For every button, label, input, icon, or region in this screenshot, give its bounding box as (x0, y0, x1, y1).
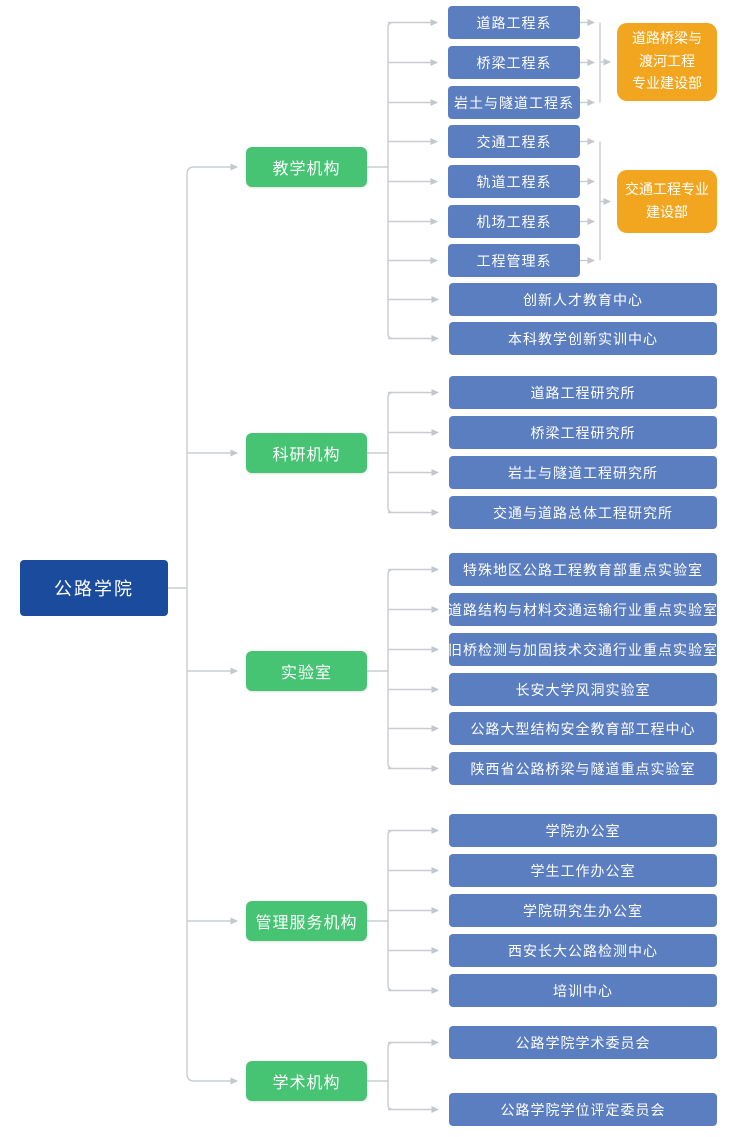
extra-label-line: 交通工程专业 (625, 182, 709, 199)
node-airport-engineering-dept: 机场工程系 (448, 205, 580, 238)
extra-label-line: 专业建设部 (632, 76, 702, 93)
node-traffic-engineering-dept: 交通工程系 (448, 125, 580, 158)
node-changan-university-wind-tunnel-lab: 长安大学风洞实验室 (449, 673, 717, 706)
node-innovative-talent-education-center: 创新人才教育中心 (449, 283, 717, 316)
node-research-organizations: 科研机构 (246, 433, 367, 473)
node-old-bridge-inspection-reinforcement-key-lab: 旧桥检测与加固技术交通行业重点实验室 (448, 633, 717, 666)
node-special-region-highway-moe-key-lab: 特殊地区公路工程教育部重点实验室 (449, 553, 717, 586)
node-student-affairs-office: 学生工作办公室 (449, 854, 717, 887)
node-college-office: 学院办公室 (449, 814, 717, 847)
node-academic-committee: 公路学院学术委员会 (449, 1026, 717, 1059)
extra-label-line: 渡河工程 (639, 53, 695, 70)
node-management-service-organizations: 管理服务机构 (246, 901, 367, 941)
node-degree-evaluation-committee: 公路学院学位评定委员会 (449, 1093, 717, 1126)
node-academic-organizations: 学术机构 (246, 1061, 367, 1101)
node-xian-changda-highway-testing-center: 西安长大公路检测中心 (449, 934, 717, 967)
node-traffic-engineering-program-dept: 交通工程专业 建设部 (617, 170, 717, 233)
node-teaching-organizations: 教学机构 (246, 147, 367, 187)
node-bridge-engineering-institute: 桥梁工程研究所 (449, 416, 717, 449)
node-road-engineering-institute: 道路工程研究所 (449, 376, 717, 409)
node-road-bridge-river-crossing-program-dept: 道路桥梁与 渡河工程 专业建设部 (617, 23, 717, 101)
node-undergraduate-teaching-innovation-training-center: 本科教学创新实训中心 (449, 322, 717, 355)
node-traffic-road-overall-engineering-institute: 交通与道路总体工程研究所 (449, 496, 717, 529)
node-road-engineering-dept: 道路工程系 (448, 6, 580, 39)
node-bridge-engineering-dept: 桥梁工程系 (448, 46, 580, 79)
node-road-structure-materials-transport-key-lab: 道路结构与材料交通运输行业重点实验室 (448, 593, 717, 626)
node-graduate-student-office: 学院研究生办公室 (449, 894, 717, 927)
node-engineering-management-dept: 工程管理系 (448, 244, 580, 277)
node-geotech-tunnel-engineering-institute: 岩土与隧道工程研究所 (449, 456, 717, 489)
node-shaanxi-highway-bridge-tunnel-key-lab: 陕西省公路桥梁与隧道重点实验室 (449, 752, 717, 785)
node-training-center: 培训中心 (449, 974, 717, 1007)
node-laboratories: 实验室 (246, 651, 367, 691)
extra-label-line: 建设部 (646, 204, 688, 221)
extra-label-line: 道路桥梁与 (632, 31, 702, 48)
node-highway-large-structure-safety-moe-engineering-center: 公路大型结构安全教育部工程中心 (449, 712, 717, 745)
node-geotech-tunnel-engineering-dept: 岩土与隧道工程系 (448, 86, 580, 119)
node-highway-college-root: 公路学院 (20, 560, 168, 616)
node-track-engineering-dept: 轨道工程系 (448, 165, 580, 198)
